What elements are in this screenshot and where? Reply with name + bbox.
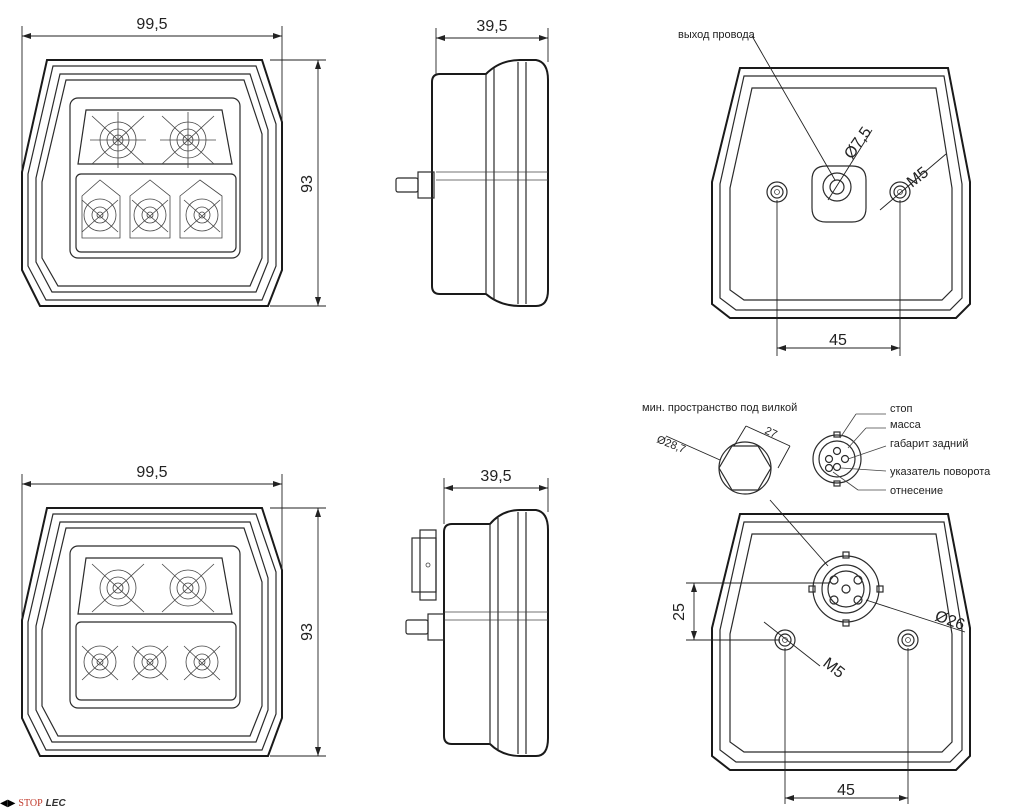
bolt-spacing-bottom: 45 <box>837 782 855 799</box>
front-view-bottom <box>21 474 326 757</box>
clearance-width-label: 27 <box>763 425 779 441</box>
pin-label-stop: стоп <box>890 403 913 415</box>
logo-mark-icon: ◀▶ <box>0 797 16 809</box>
bolt-left-top <box>766 181 788 203</box>
socket-dia-label: Ø26 <box>933 608 967 634</box>
bolt-spacing-top: 45 <box>829 332 847 349</box>
logo-lec: LEC <box>45 797 66 809</box>
pin-label-ground: масса <box>890 419 922 431</box>
height-dim-bottom: 93 <box>299 623 316 641</box>
front-view-top <box>21 26 326 307</box>
wire-exit-label: выход провода <box>678 29 756 41</box>
side-view-top <box>395 28 549 307</box>
clearance-dia-label: Ø28,7 <box>655 434 687 456</box>
hole-dia-label: Ø7,5 <box>841 124 875 162</box>
depth-dim-top: 39,5 <box>476 18 507 35</box>
height-dim-top: 93 <box>299 175 316 193</box>
rear-view-top <box>711 35 971 356</box>
rear-view-bottom <box>686 499 971 804</box>
width-dim-top: 99,5 <box>136 16 167 33</box>
pin-label-rear-position: габарит задний <box>890 438 968 450</box>
socket-bottom <box>808 551 884 627</box>
width-dim-bottom: 99,5 <box>136 464 167 481</box>
manufacturer-logo: ◀▶ STOP LEC <box>0 796 66 810</box>
pin-label-turn-signal: указатель поворота <box>890 466 991 478</box>
depth-dim-bottom: 39,5 <box>480 468 511 485</box>
thread-bottom-label: M5 <box>820 655 848 682</box>
min-space-label: мин. пространство под вилкой <box>642 402 797 414</box>
led-lower-row <box>81 179 223 239</box>
plug-clearance-detail <box>665 425 791 495</box>
bolt-right-bottom <box>897 629 919 651</box>
led-upper-left <box>90 112 146 168</box>
logo-stop: STOP <box>18 797 43 809</box>
pinout-diagram <box>812 413 887 491</box>
led-upper-right <box>160 112 216 168</box>
pin-label-fog: отнесение <box>890 485 943 497</box>
side-view-bottom <box>405 478 549 757</box>
socket-offset-dim: 25 <box>671 603 688 621</box>
